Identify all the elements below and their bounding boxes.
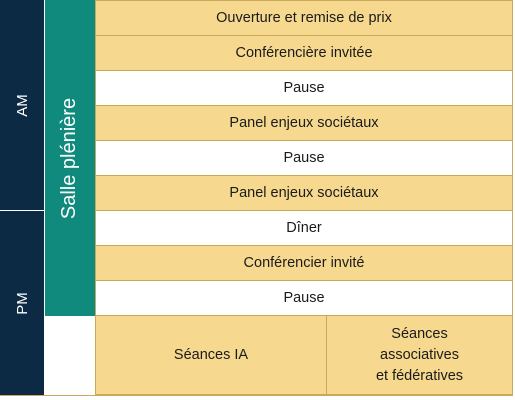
- period-am-label: AM: [13, 93, 31, 117]
- room-column: Salle plénière: [45, 0, 95, 316]
- period-divider: [0, 210, 44, 211]
- session-label: Dîner: [286, 220, 322, 236]
- session-row: Pause: [95, 71, 513, 106]
- room-label: Salle plénière: [58, 97, 81, 219]
- period-am-column: AM: [0, 0, 44, 210]
- session-row: Panel enjeux sociétaux: [95, 106, 513, 141]
- session-row: Conférencier invité: [95, 246, 513, 281]
- parallel-session-associations-line-2: associatives: [380, 346, 459, 363]
- parallel-session-associations-line-3: et fédératives: [375, 367, 464, 384]
- session-row: Ouverture et remise de prix: [95, 0, 513, 36]
- parallel-session-associations: Séances associatives et fédératives: [326, 316, 513, 395]
- bottom-border: [0, 395, 513, 396]
- parallel-session-associations-line-1: Séances: [391, 325, 448, 342]
- parallel-session-ai: Séances IA: [95, 316, 326, 395]
- session-row: Conférencière invitée: [95, 36, 513, 71]
- period-pm-label: PM: [13, 291, 31, 315]
- session-label: Pause: [283, 80, 325, 96]
- session-row: Panel enjeux sociétaux: [95, 176, 513, 211]
- session-row: Pause: [95, 141, 513, 176]
- parallel-session-ai-label: Séances IA: [173, 346, 249, 363]
- session-row: Pause: [95, 281, 513, 316]
- session-label: Conférencière invitée: [235, 45, 373, 61]
- session-label: Panel enjeux sociétaux: [229, 185, 379, 201]
- session-list: Ouverture et remise de prix Conférencièr…: [95, 0, 513, 316]
- parallel-sessions: Séances IA Séances associatives et fédér…: [95, 316, 513, 395]
- session-row: Dîner: [95, 211, 513, 246]
- session-label: Ouverture et remise de prix: [216, 10, 392, 26]
- session-label: Pause: [283, 150, 325, 166]
- session-label: Pause: [283, 290, 325, 306]
- period-pm-column: PM: [0, 211, 44, 395]
- session-label: Panel enjeux sociétaux: [229, 115, 379, 131]
- session-label: Conférencier invité: [243, 255, 365, 271]
- room-empty-cell: [45, 316, 96, 395]
